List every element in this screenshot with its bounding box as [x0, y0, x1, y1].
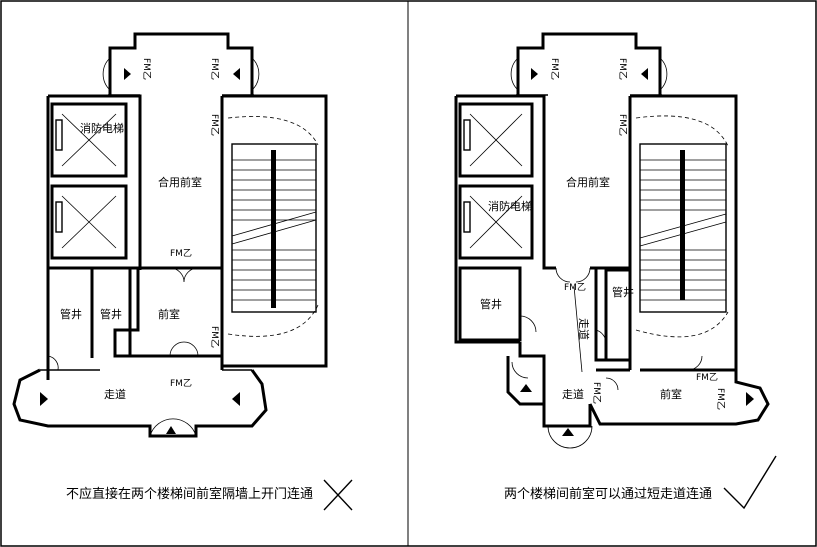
plan-incorrect: 消防电梯 合用前室 管井 管井 前室 走道 FM乙 FM乙 FM乙 FM乙 FM… [12, 32, 353, 511]
room-label-pipe-shaft: 管井 [612, 285, 634, 299]
room-label-corridor: 走道 [562, 387, 584, 401]
direction-arrow-icon [124, 68, 131, 80]
room-label-pipe-shaft: 管井 [60, 307, 82, 321]
room-label-pipe-shaft: 管井 [100, 307, 122, 321]
plan-correct: 合用前室 消防电梯 管井 管井 走道 走道 前室 FM乙 FM乙 FM乙 FM乙… [454, 32, 777, 510]
door-label-fm: FM乙 [209, 326, 220, 348]
door-label-fm: FM乙 [170, 248, 192, 259]
door-label-fm: FM乙 [209, 58, 220, 80]
room-label-fire-lift: 消防电梯 [488, 199, 532, 213]
door-label-fm: FM乙 [564, 282, 586, 293]
direction-arrow-icon [166, 426, 176, 434]
direction-arrow-icon [746, 392, 754, 406]
door-label-fm: FM乙 [617, 58, 628, 80]
direction-arrow-icon [233, 68, 240, 80]
door-label-fm: FM乙 [170, 378, 192, 389]
room-label-fire-lift: 消防电梯 [80, 121, 124, 135]
room-label-shared-lobby: 合用前室 [158, 175, 202, 189]
room-label-corridor: 走道 [104, 387, 126, 401]
room-label-anteroom: 前室 [158, 307, 180, 321]
caption-correct: 两个楼梯间前室可以通过短走道连通 [504, 486, 712, 502]
direction-arrow-icon [232, 392, 240, 406]
direction-arrow-icon [641, 68, 648, 80]
door-label-fm: FM乙 [591, 382, 602, 404]
door-label-fm: FM乙 [617, 114, 628, 136]
room-label-pipe-shaft: 管井 [480, 297, 502, 311]
room-label-short-passage: 走道 [577, 318, 591, 340]
door-label-fm: FM乙 [209, 114, 220, 136]
direction-arrow-icon [531, 68, 538, 80]
room-label-anteroom: 前室 [660, 387, 682, 401]
room-label-shared-lobby: 合用前室 [566, 175, 610, 189]
direction-arrow-icon [562, 428, 574, 436]
door-label-fm: FM乙 [141, 58, 152, 80]
cross-icon [323, 479, 353, 511]
caption-incorrect: 不应直接在两个楼梯间前室隔墙上开门连通 [66, 486, 313, 502]
door-label-fm: FM乙 [696, 372, 718, 383]
door-label-fm: FM乙 [549, 58, 560, 80]
direction-arrow-icon [520, 384, 532, 392]
check-icon [723, 455, 777, 510]
direction-arrow-icon [40, 392, 48, 406]
door-label-fm: FM乙 [715, 388, 726, 410]
